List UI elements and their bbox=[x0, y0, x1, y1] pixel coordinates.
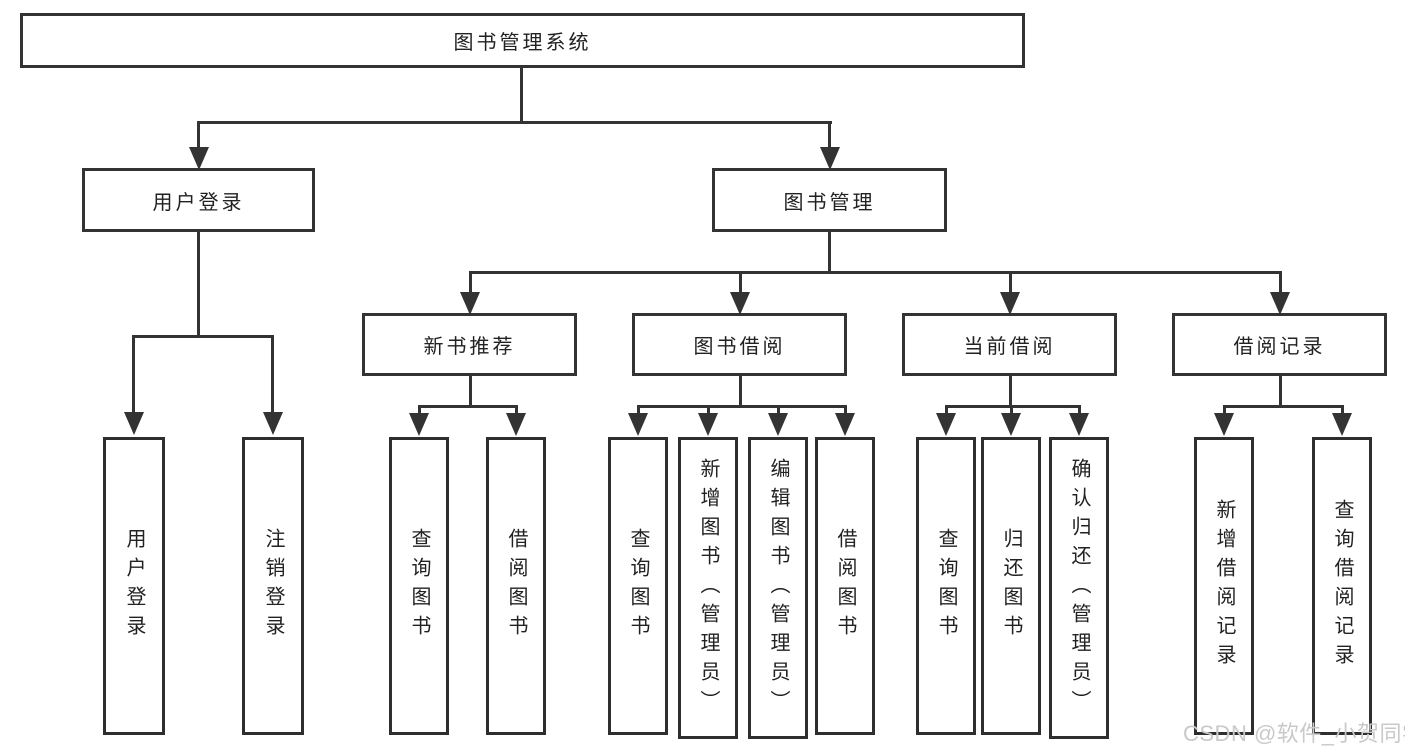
arrowhead-down-icon bbox=[1332, 413, 1352, 436]
leaf-add-books-admin: 新增图书（管理员） bbox=[678, 437, 738, 739]
arrowhead-down-icon bbox=[1000, 292, 1020, 315]
connector-line bbox=[469, 271, 1281, 274]
connector-line bbox=[1009, 376, 1012, 408]
leaf-label: 查询图书 bbox=[627, 528, 649, 644]
leaf-query-borrow-record: 查询借阅记录 bbox=[1312, 437, 1372, 735]
node-label: 图书管理 bbox=[783, 191, 876, 214]
arrowhead-down-icon bbox=[628, 413, 648, 436]
connector-line bbox=[945, 405, 948, 415]
leaf-label: 确认归还（管理员） bbox=[1068, 457, 1090, 719]
leaf-label: 用户登录 bbox=[123, 528, 145, 644]
connector-line bbox=[520, 68, 523, 124]
connector-line bbox=[707, 405, 710, 415]
connector-line bbox=[1223, 405, 1343, 408]
arrowhead-down-icon bbox=[460, 292, 480, 315]
arrowhead-down-icon bbox=[409, 413, 429, 436]
connector-line bbox=[515, 405, 518, 415]
node-new-book-recommendation: 新书推荐 bbox=[362, 313, 577, 376]
leaf-label: 查询借阅记录 bbox=[1331, 499, 1353, 673]
leaf-label: 查询图书 bbox=[935, 528, 957, 644]
arrowhead-down-icon bbox=[1069, 413, 1089, 436]
leaf-label: 注销登录 bbox=[262, 528, 284, 644]
connector-line bbox=[828, 232, 831, 274]
node-label: 当前借阅 bbox=[963, 336, 1056, 358]
node-label: 借阅记录 bbox=[1233, 336, 1326, 358]
connector-line bbox=[469, 271, 472, 294]
leaf-query-books-3: 查询图书 bbox=[916, 437, 976, 735]
arrowhead-down-icon bbox=[698, 413, 718, 436]
connector-line bbox=[1279, 271, 1282, 294]
connector-line bbox=[469, 376, 472, 408]
node-current-borrowing: 当前借阅 bbox=[902, 313, 1117, 376]
node-label: 新书推荐 bbox=[423, 336, 516, 358]
leaf-add-borrow-record: 新增借阅记录 bbox=[1194, 437, 1254, 735]
arrowhead-down-icon bbox=[936, 413, 956, 436]
leaf-borrow-books-1: 借阅图书 bbox=[486, 437, 546, 735]
node-label: 图书管理系统 bbox=[453, 32, 592, 54]
leaf-borrow-books-2: 借阅图书 bbox=[815, 437, 875, 735]
node-borrowing-records: 借阅记录 bbox=[1172, 313, 1387, 376]
connector-line bbox=[739, 271, 742, 294]
leaf-label: 编辑图书（管理员） bbox=[767, 457, 789, 719]
connector-line bbox=[197, 232, 200, 338]
leaf-label: 归还图书 bbox=[1000, 528, 1022, 644]
node-book-management: 图书管理 bbox=[712, 168, 947, 232]
connector-line bbox=[637, 405, 846, 408]
arrowhead-down-icon bbox=[1001, 413, 1021, 436]
arrowhead-down-icon bbox=[189, 147, 209, 170]
leaf-query-books-2: 查询图书 bbox=[608, 437, 668, 735]
leaf-confirm-return-admin: 确认归还（管理员） bbox=[1049, 437, 1109, 739]
connector-line bbox=[1223, 405, 1226, 415]
node-label: 图书借阅 bbox=[693, 336, 786, 358]
arrowhead-down-icon bbox=[820, 147, 840, 170]
arrowhead-down-icon bbox=[835, 413, 855, 436]
leaf-user-login: 用户登录 bbox=[103, 437, 165, 735]
leaf-return-books: 归还图书 bbox=[981, 437, 1041, 735]
connector-line bbox=[197, 121, 200, 149]
connector-line bbox=[739, 376, 742, 408]
arrowhead-down-icon bbox=[506, 413, 526, 436]
connector-line bbox=[1078, 405, 1081, 415]
connector-line bbox=[197, 121, 832, 124]
connector-line bbox=[132, 335, 274, 338]
node-library-management-system: 图书管理系统 bbox=[20, 13, 1025, 68]
leaf-edit-books-admin: 编辑图书（管理员） bbox=[748, 437, 808, 739]
arrowhead-down-icon bbox=[1270, 292, 1290, 315]
connector-line bbox=[1279, 376, 1282, 408]
connector-line bbox=[132, 335, 135, 413]
connector-line bbox=[844, 405, 847, 415]
connector-line bbox=[271, 335, 274, 413]
arrowhead-down-icon bbox=[730, 292, 750, 315]
connector-line bbox=[418, 405, 518, 408]
leaf-label: 查询图书 bbox=[408, 528, 430, 644]
leaf-query-books-1: 查询图书 bbox=[389, 437, 449, 735]
leaf-label: 借阅图书 bbox=[505, 528, 527, 644]
connector-line bbox=[777, 405, 780, 415]
node-book-borrowing: 图书借阅 bbox=[632, 313, 847, 376]
connector-line bbox=[1010, 405, 1013, 415]
arrowhead-down-icon bbox=[124, 412, 144, 435]
connector-line bbox=[1341, 405, 1344, 415]
node-user-login: 用户登录 bbox=[82, 168, 315, 232]
leaf-label: 借阅图书 bbox=[834, 528, 856, 644]
csdn-watermark: CSDN @软件_小贺同学 bbox=[1183, 721, 1405, 746]
connector-line bbox=[418, 405, 421, 415]
leaf-label: 新增图书（管理员） bbox=[697, 457, 719, 719]
leaf-label: 新增借阅记录 bbox=[1213, 499, 1235, 673]
arrowhead-down-icon bbox=[768, 413, 788, 436]
arrowhead-down-icon bbox=[1214, 413, 1234, 436]
connector-line bbox=[828, 121, 831, 149]
connector-line bbox=[637, 405, 640, 415]
connector-line bbox=[1009, 271, 1012, 294]
leaf-logout: 注销登录 bbox=[242, 437, 304, 735]
node-label: 用户登录 bbox=[152, 191, 245, 214]
arrowhead-down-icon bbox=[263, 412, 283, 435]
